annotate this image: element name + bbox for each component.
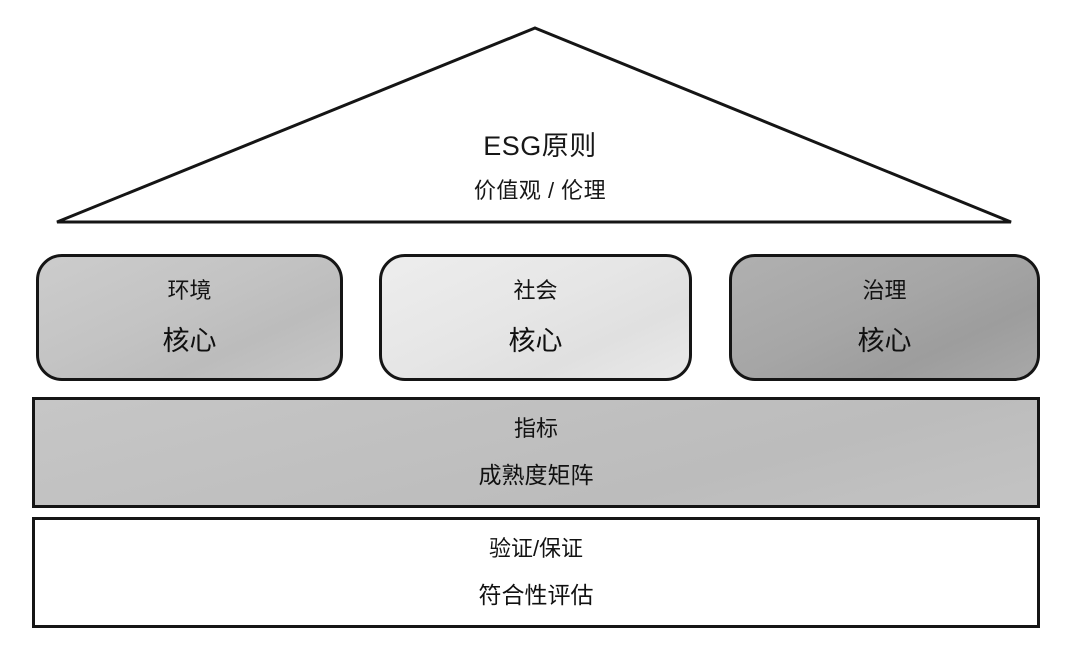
pillar-environment-core: 核心 <box>162 326 217 356</box>
pillar-environment[interactable]: 环境 核心 <box>36 254 343 381</box>
band-assurance-title: 验证/保证 <box>488 536 584 561</box>
pillar-social-title: 社会 <box>513 278 558 303</box>
pillar-social[interactable]: 社会 核心 <box>379 254 692 381</box>
pillar-social-core: 核心 <box>508 326 563 356</box>
band-metrics[interactable]: 指标 成熟度矩阵 <box>32 397 1040 508</box>
pillar-governance-title: 治理 <box>862 278 907 303</box>
roof-shape <box>0 0 1080 245</box>
band-metrics-subtitle: 成熟度矩阵 <box>478 462 594 488</box>
pillar-governance-core: 核心 <box>857 326 912 356</box>
band-assurance[interactable]: 验证/保证 符合性评估 <box>32 517 1040 628</box>
pillar-environment-title: 环境 <box>167 278 212 303</box>
pillar-governance[interactable]: 治理 核心 <box>729 254 1040 381</box>
band-metrics-title: 指标 <box>513 416 558 441</box>
band-assurance-subtitle: 符合性评估 <box>478 582 594 608</box>
